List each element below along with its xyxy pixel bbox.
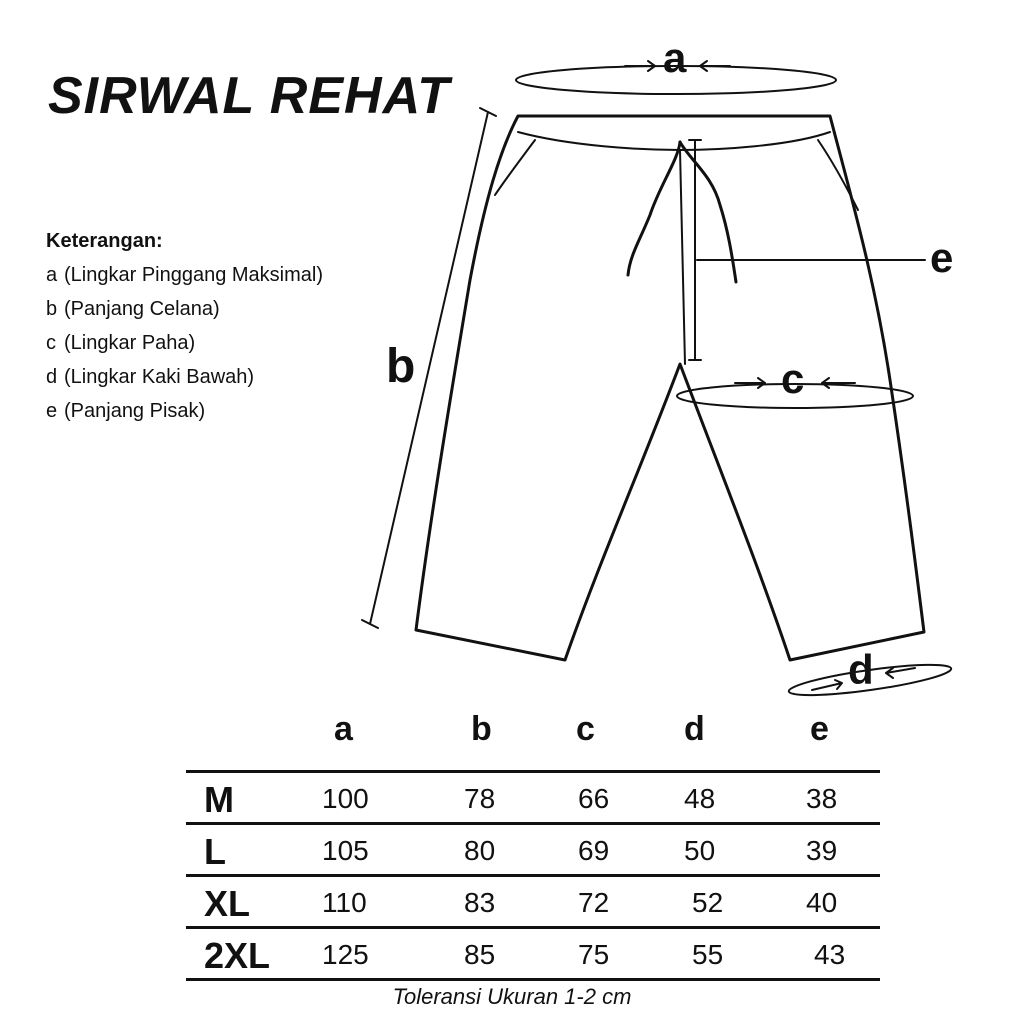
size-label: 2XL: [204, 935, 271, 976]
label-b: b: [386, 340, 415, 393]
table-header-row: a b c d e: [186, 706, 880, 770]
label-a: a: [663, 34, 687, 81]
legend-item-d: d (Lingkar Kaki Bawah): [46, 360, 323, 394]
legend-key: e: [46, 400, 58, 422]
table-row: M 100 78 66 48 38: [186, 770, 880, 822]
tolerance-note: Toleransi Ukuran 1-2 cm: [392, 984, 632, 1009]
column-header-a: a: [334, 710, 353, 748]
leg-arrow-left: [811, 679, 843, 691]
waist-measure-ellipse: [515, 65, 837, 95]
label-c: c: [781, 355, 804, 402]
table-row: 2XL 125 85 75 55 43: [186, 926, 880, 981]
legend-text: (Lingkar Kaki Bawah): [64, 366, 255, 388]
table-row: XL 110 83 72 52 40: [186, 874, 880, 926]
column-header-d: d: [684, 710, 705, 748]
cell-b: 80: [464, 835, 496, 866]
drawstring: [626, 140, 682, 277]
cell-e: 38: [806, 783, 838, 814]
thigh-arrow-left: [734, 377, 766, 389]
legend: Keterangan: a (Lingkar Pinggang Maksimal)…: [46, 224, 323, 428]
legend-text: (Panjang Pisak): [64, 400, 206, 422]
cell-b: 83: [464, 887, 496, 918]
thigh-arrow-right: [821, 377, 856, 389]
column-header-b: b: [471, 710, 492, 748]
waist-arrow-right: [699, 60, 731, 72]
cell-b: 78: [464, 783, 496, 814]
legend-key: a: [46, 264, 58, 286]
waist-arrow-left: [624, 60, 656, 72]
legend-text: (Lingkar Paha): [64, 332, 196, 354]
cell-a: 110: [322, 887, 367, 918]
waistband-seam: [517, 131, 831, 151]
cell-c: 69: [578, 835, 610, 866]
legend-item-c: c (Lingkar Paha): [46, 326, 323, 360]
pants-diagram: a b c d e: [361, 34, 953, 697]
thigh-measure-ellipse: [676, 383, 914, 409]
product-title: SIRWAL REHAT: [48, 67, 451, 125]
column-header-e: e: [810, 710, 829, 748]
length-tick-top: [479, 107, 497, 117]
cell-c: 72: [578, 887, 610, 918]
legend-key: c: [46, 332, 56, 354]
legend-item-a: a (Lingkar Pinggang Maksimal): [46, 258, 323, 292]
cell-c: 66: [578, 783, 610, 814]
cell-e: 43: [814, 939, 846, 970]
cell-a: 100: [322, 783, 369, 814]
label-e: e: [930, 234, 953, 281]
cell-d: 48: [684, 783, 716, 814]
cell-d: 55: [692, 939, 724, 970]
legend-heading: Keterangan:: [46, 230, 163, 252]
legend-item-e: e (Panjang Pisak): [46, 394, 323, 428]
table-row: L 105 80 69 50 39: [186, 822, 880, 874]
leg-opening-measure-ellipse: [787, 663, 953, 697]
right-pocket: [817, 139, 859, 211]
size-label: XL: [204, 883, 251, 924]
cell-d: 50: [684, 835, 716, 866]
cell-c: 75: [578, 939, 610, 970]
size-table: a b c d e M 100 78 66 48 38 L 105 80 69 …: [186, 706, 880, 981]
legend-key: d: [46, 366, 58, 388]
drawstring: [678, 140, 738, 284]
label-d: d: [848, 646, 874, 693]
legend-text: (Panjang Celana): [64, 298, 220, 320]
cell-d: 52: [692, 887, 724, 918]
pants-outline: [414, 114, 926, 662]
fly-stitch: [679, 149, 686, 365]
cell-e: 39: [806, 835, 838, 866]
length-measure-line: [369, 111, 489, 625]
cell-b: 85: [464, 939, 496, 970]
size-label: M: [204, 779, 234, 820]
column-header-c: c: [576, 710, 595, 748]
legend-key: b: [46, 298, 58, 320]
cell-a: 125: [322, 939, 369, 970]
size-label: L: [204, 831, 226, 872]
legend-text: (Lingkar Pinggang Maksimal): [64, 264, 324, 286]
cell-e: 40: [806, 887, 838, 918]
legend-item-b: b (Panjang Celana): [46, 292, 323, 326]
leg-arrow-right: [885, 667, 916, 679]
cell-a: 105: [322, 835, 369, 866]
left-pocket: [494, 139, 536, 196]
length-tick-bottom: [361, 619, 379, 629]
